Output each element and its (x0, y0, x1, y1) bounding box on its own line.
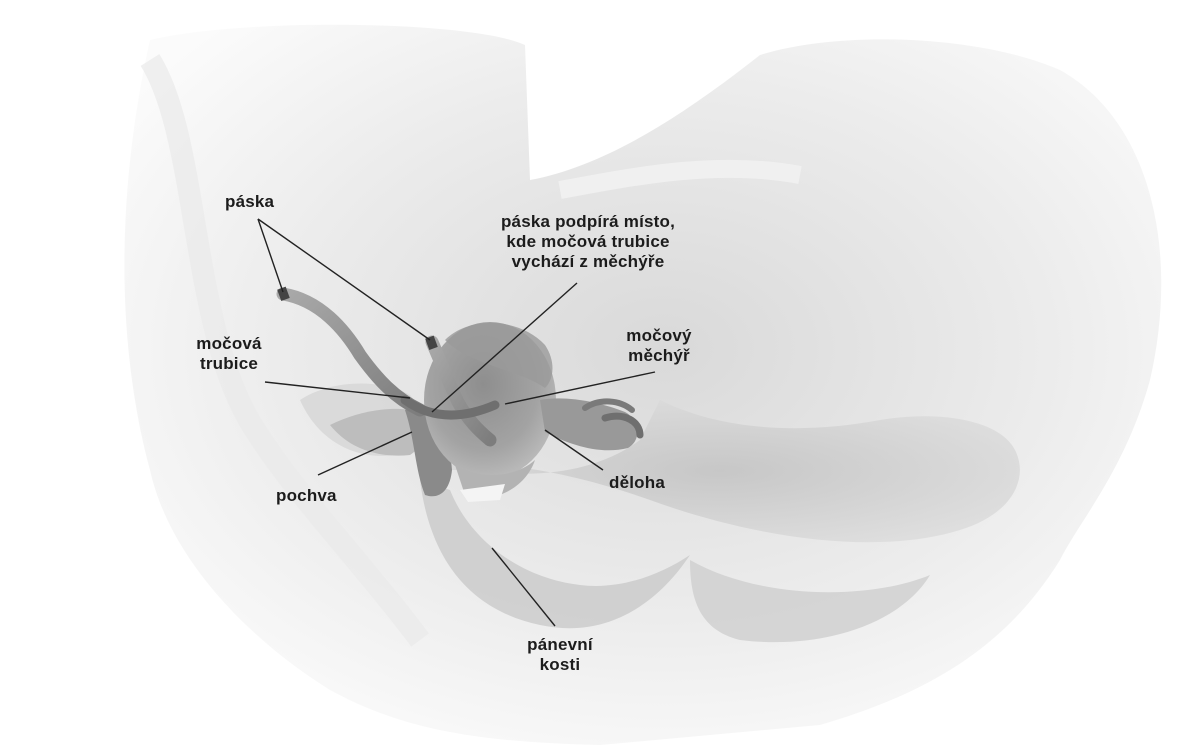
label-bladder: močový měchýř (618, 326, 700, 366)
label-urethra: močová trubice (185, 334, 273, 374)
label-pelvic-bones: pánevní kosti (512, 635, 608, 675)
label-tape: páska (225, 192, 274, 212)
label-vagina: pochva (276, 486, 337, 506)
label-uterus: děloha (609, 473, 665, 493)
label-tape-support: páska podpírá místo, kde močová trubice … (468, 212, 708, 272)
